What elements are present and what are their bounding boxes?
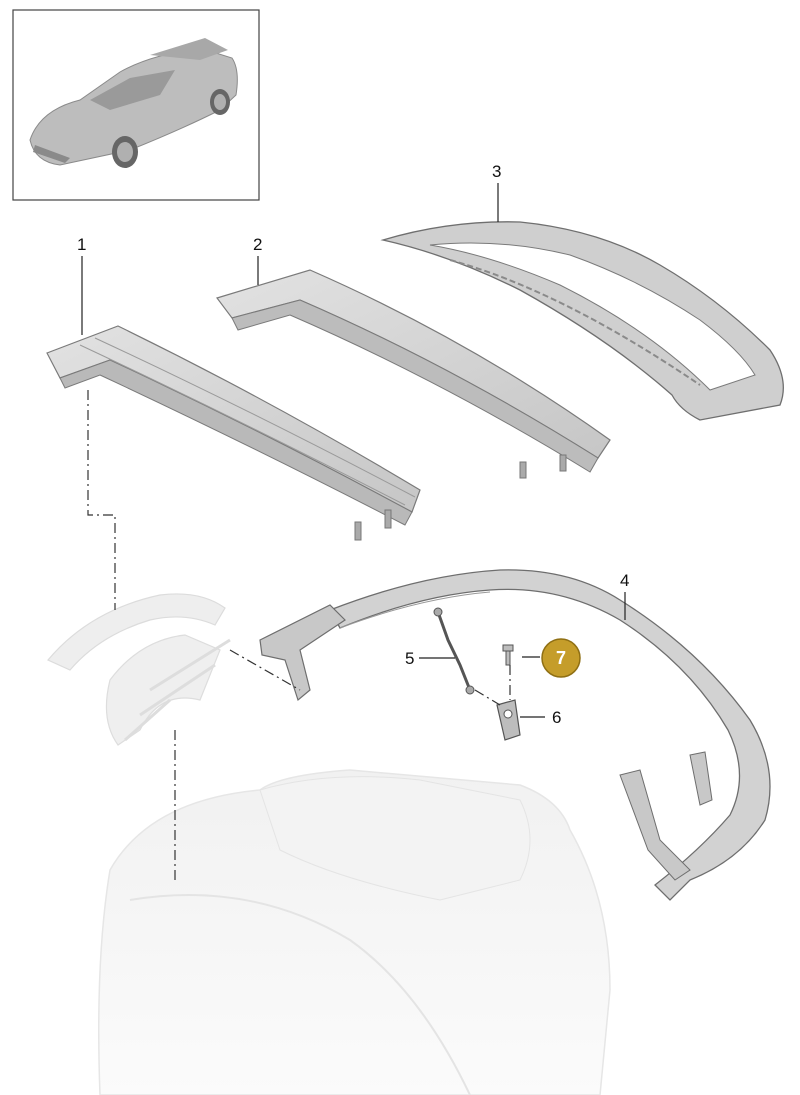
assembly-lines: [87, 390, 511, 880]
callout-7[interactable]: 7: [556, 648, 566, 668]
callout-3[interactable]: 3: [492, 162, 501, 181]
callout-4[interactable]: 4: [620, 571, 629, 590]
screw: [502, 644, 514, 666]
mechanism-ghost: [47, 593, 231, 746]
callout-5[interactable]: 5: [405, 649, 414, 668]
rear-window-frame: [380, 221, 784, 421]
leader-lines: [81, 183, 626, 718]
callout-2[interactable]: 2: [253, 235, 262, 254]
rear-body-ghost: [98, 769, 611, 1095]
roof-panel-front: [46, 325, 421, 541]
side-frame-bow: [259, 569, 771, 901]
car-thumbnail-icon: [12, 9, 260, 201]
highlight-badge[interactable]: [541, 638, 581, 678]
callout-7-highlight[interactable]: 7: [541, 638, 581, 678]
callout-6[interactable]: 6: [552, 708, 561, 727]
callout-1[interactable]: 1: [77, 235, 86, 254]
roof-panel-middle: [216, 269, 611, 479]
strut: [433, 607, 475, 695]
bracket: [496, 699, 521, 741]
